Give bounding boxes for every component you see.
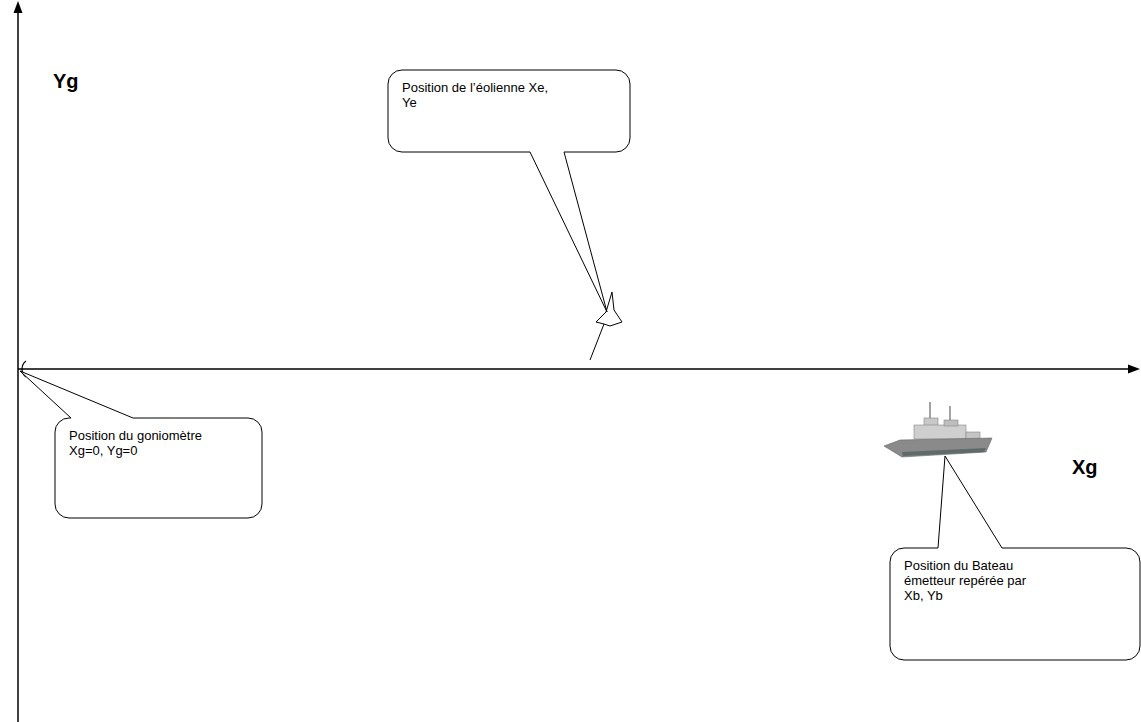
ship-hull [884, 438, 992, 457]
callout-text-group: Position du Bateau émetteur repérée par … [904, 558, 1044, 603]
ship-funnel [944, 420, 958, 426]
callout-shape [20, 371, 262, 518]
callout-text: Position du Bateau émetteur repérée par … [904, 558, 1044, 603]
callout-text-group: Position de l’éolienne Xe, Ye [402, 80, 552, 110]
x-axis-arrowhead [1128, 365, 1140, 374]
callout-text: Position de l’éolienne Xe, Ye [402, 80, 552, 110]
y-axis [17, 10, 19, 722]
y-axis-arrowhead [14, 1, 23, 13]
ship-superstructure [914, 425, 966, 439]
axis-label: Yg [53, 70, 79, 93]
wind-turbine-symbol [590, 292, 622, 360]
axis-label: Xg [1072, 456, 1098, 479]
callout-text-group: Position du goniomètre Xg=0, Yg=0 [69, 428, 219, 458]
callout-shape [388, 70, 630, 312]
callout-shape [890, 456, 1140, 660]
ship-mast [949, 406, 950, 422]
ship-illustration [884, 402, 992, 457]
x-axis [18, 368, 1130, 370]
callout-text: Position du goniomètre Xg=0, Yg=0 [69, 428, 219, 458]
callout-bubble: Position du Bateau émetteur repérée par … [890, 548, 1140, 660]
callout-bubble: Position de l’éolienne Xe, Ye [388, 70, 630, 152]
ship-mast [929, 402, 930, 420]
ship-waterline [902, 448, 986, 456]
callout-bubble: Position du goniomètre Xg=0, Yg=0 [55, 418, 262, 518]
